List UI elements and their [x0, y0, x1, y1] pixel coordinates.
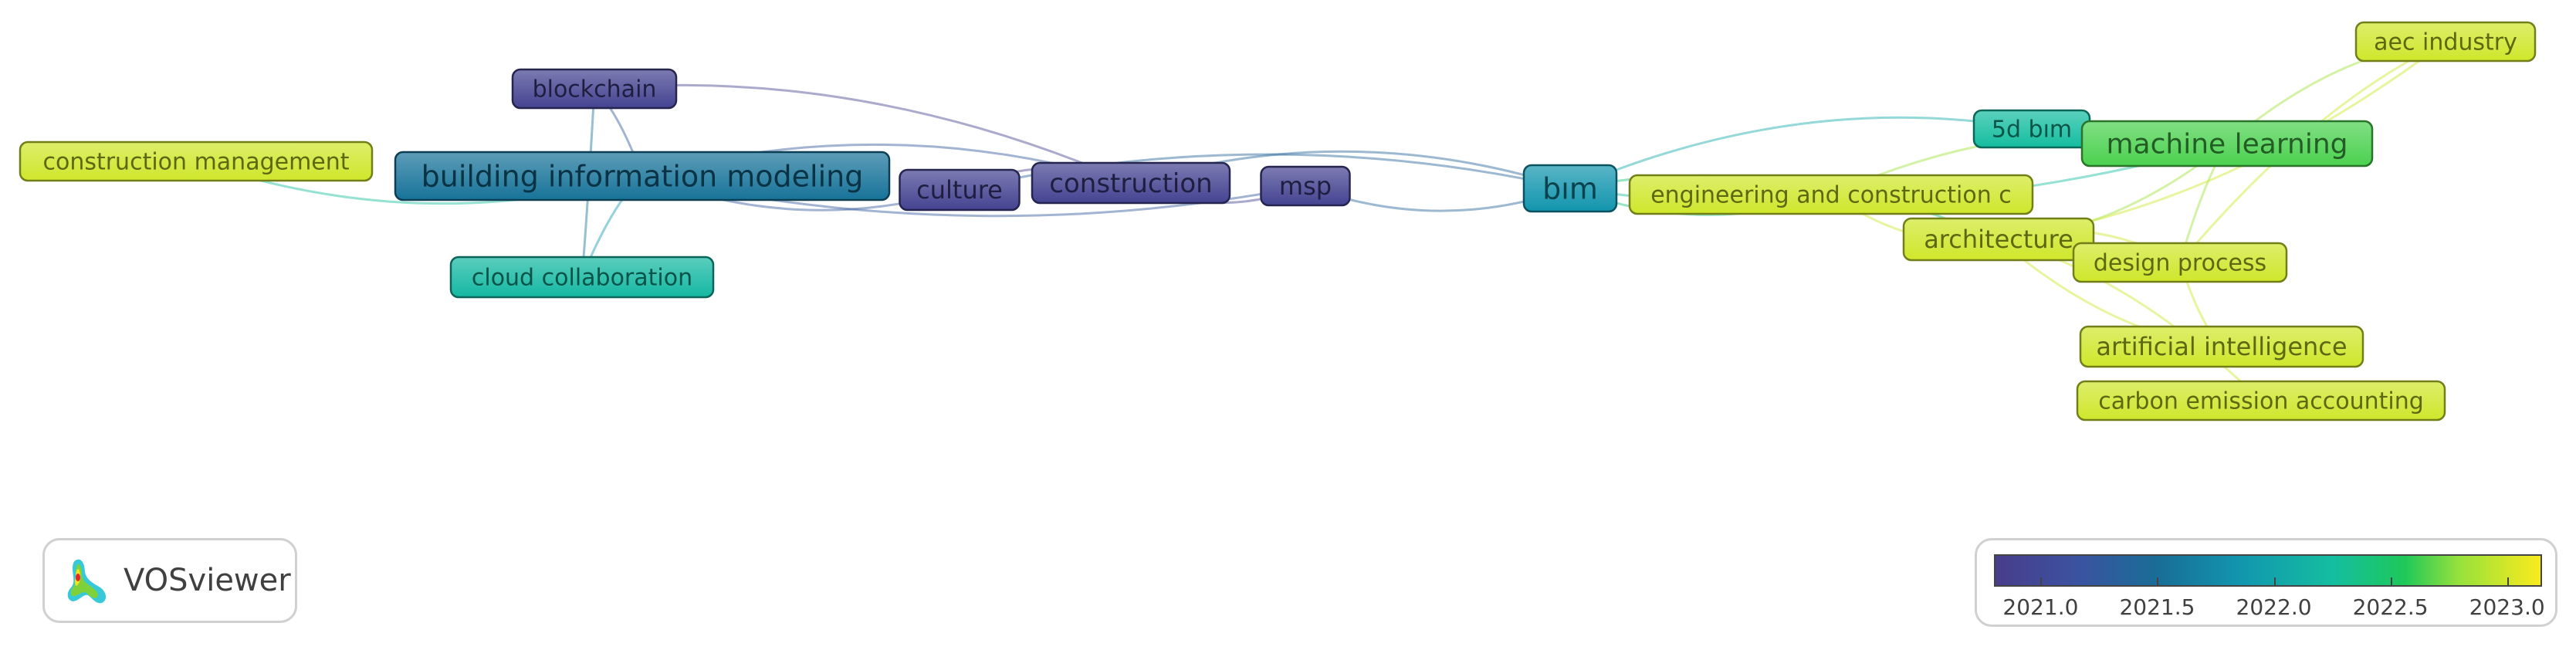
legend-gradient-bar — [1994, 554, 2542, 587]
node-construction[interactable]: construction — [1031, 161, 1231, 205]
node-box-machine-learning[interactable] — [2080, 120, 2374, 168]
node-msp[interactable]: msp — [1260, 165, 1351, 207]
node-label-architecture: architecture — [1924, 225, 2073, 254]
nodes-layer: building information modeling blockchain c… — [19, 21, 2537, 421]
node-label-construction: construction — [1049, 168, 1212, 199]
node-box-bim[interactable] — [1522, 164, 1618, 213]
legend-tick-label: 2022.0 — [2236, 594, 2312, 620]
node-box-culture[interactable] — [899, 168, 1021, 212]
node-machine-learning[interactable]: machine learning — [2080, 120, 2374, 168]
node-label-cloud-collaboration: cloud collaboration — [472, 265, 692, 292]
node-aec-industry[interactable]: aec industry — [2354, 21, 2537, 63]
legend-tick-mark — [2157, 577, 2159, 587]
legend-tick-label: 2021.5 — [2119, 594, 2195, 620]
node-label-5d-bim: 5d bım — [1992, 117, 2072, 144]
node-box-architecture[interactable] — [1902, 217, 2095, 262]
link-bim-5d-bim — [1569, 116, 2033, 190]
node-label-machine-learning: machine learning — [2106, 129, 2348, 161]
vosviewer-label: VOSviewer — [124, 563, 291, 598]
legend-tick-mark — [2507, 577, 2509, 587]
node-design-process[interactable]: design process — [2072, 242, 2288, 283]
node-label-artificial-intelligence: artificial intelligence — [2096, 332, 2347, 361]
node-engineering-and-construction[interactable]: engineering and construction c — [1628, 174, 2034, 215]
legend-tick-mark — [2390, 577, 2392, 587]
node-cloud-collaboration[interactable]: cloud collaboration — [449, 256, 715, 299]
node-box-design-process[interactable] — [2072, 242, 2288, 283]
legend-tick-label: 2023.0 — [2469, 594, 2545, 620]
node-box-construction[interactable] — [1031, 161, 1231, 205]
legend-tick-label: 2022.5 — [2352, 594, 2429, 620]
node-label-engineering-and-construction: engineering and construction c — [1650, 182, 2012, 209]
node-box-construction-management[interactable] — [19, 140, 374, 182]
node-culture[interactable]: culture — [899, 168, 1021, 212]
node-box-msp[interactable] — [1260, 165, 1351, 207]
legend-tick-label: 2021.0 — [2002, 594, 2079, 620]
vosviewer-logo: VOSviewer — [42, 538, 297, 623]
node-label-construction-management: construction management — [42, 149, 349, 176]
node-bim[interactable]: bım — [1522, 164, 1618, 213]
node-architecture[interactable]: architecture — [1902, 217, 2095, 262]
node-artificial-intelligence[interactable]: artificial intelligence — [2079, 325, 2364, 368]
legend-tick-mark — [2040, 577, 2043, 587]
vosviewer-icon — [67, 559, 107, 604]
node-label-carbon-emission-accounting: carbon emission accounting — [2098, 388, 2424, 415]
node-box-building-information-modeling[interactable] — [394, 151, 891, 201]
node-label-building-information-modeling: building information modeling — [421, 159, 864, 193]
node-label-blockchain: blockchain — [533, 76, 657, 103]
node-construction-management[interactable]: construction management — [19, 140, 374, 182]
node-box-blockchain[interactable] — [511, 68, 678, 110]
node-label-msp: msp — [1279, 171, 1332, 201]
year-color-legend: 2021.0 2021.5 2022.0 2022.5 2023.0 — [1975, 538, 2557, 627]
node-carbon-emission-accounting[interactable]: carbon emission accounting — [2076, 380, 2446, 421]
node-box-artificial-intelligence[interactable] — [2079, 325, 2364, 368]
node-building-information-modeling[interactable]: building information modeling — [394, 151, 891, 201]
legend-tick-mark — [2273, 577, 2276, 587]
node-5d-bim[interactable]: 5d bım — [1972, 109, 2091, 149]
node-label-design-process: design process — [2094, 250, 2266, 277]
node-label-bim: bım — [1542, 171, 1598, 205]
node-box-engineering-and-construction[interactable] — [1628, 174, 2034, 215]
node-label-aec-industry: aec industry — [2374, 29, 2517, 56]
node-box-cloud-collaboration[interactable] — [449, 256, 715, 299]
node-box-carbon-emission-accounting[interactable] — [2076, 380, 2446, 421]
node-label-culture: culture — [916, 175, 1003, 205]
node-blockchain[interactable]: blockchain — [511, 68, 678, 110]
node-box-aec-industry[interactable] — [2354, 21, 2537, 63]
